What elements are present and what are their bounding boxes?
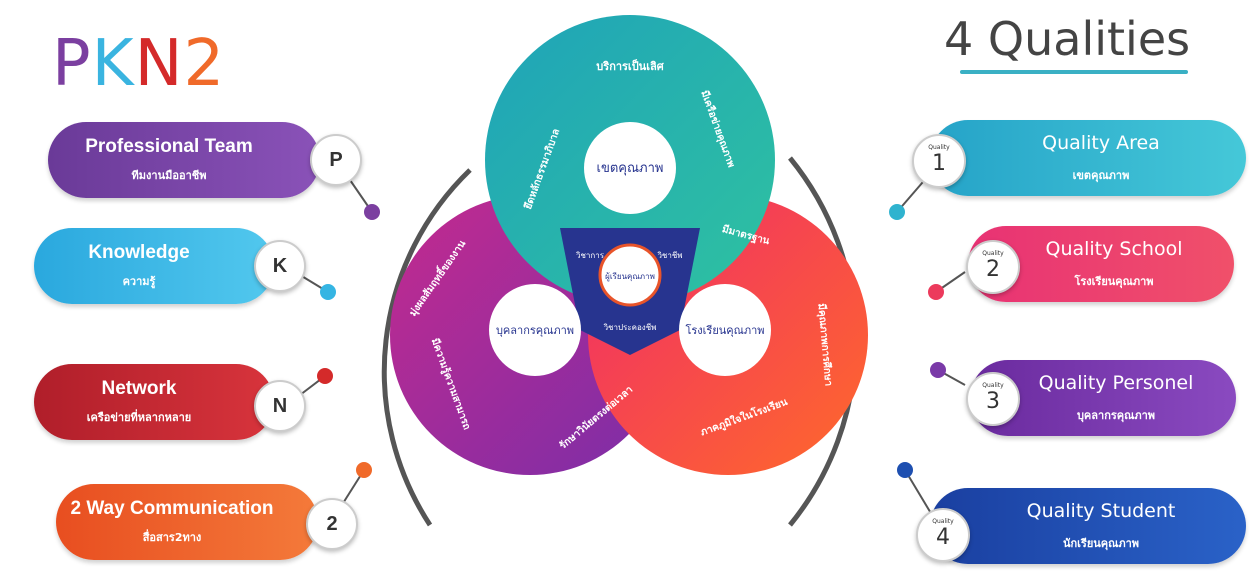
pill-network[interactable]: Network เครือข่ายที่หลากหลาย xyxy=(34,364,274,440)
badge-caption: Quality xyxy=(982,250,1004,257)
badge-caption: Quality xyxy=(928,144,950,151)
inner-circle-personnel xyxy=(489,284,581,376)
badge-n: N xyxy=(254,380,306,432)
badge-k: K xyxy=(254,240,306,292)
pill-communication[interactable]: 2 Way Communication สื่อสาร2ทาง xyxy=(56,484,318,560)
pill-label: Quality Student xyxy=(1026,500,1176,522)
badge-quality-2: Quality 2 xyxy=(966,240,1020,294)
page-title: 4 Qualities xyxy=(944,12,1191,66)
connector-dot xyxy=(320,284,336,300)
label-area-circle: เขตคุณภาพ xyxy=(597,161,664,176)
pill-quality-student[interactable]: Quality Student นักเรียนคุณภาพ xyxy=(930,488,1246,564)
pill-sublabel: สื่อสาร2ทาง xyxy=(142,531,202,544)
pill-professional-team[interactable]: Professional Team ทีมงานมืออาชีพ xyxy=(48,122,320,198)
pill-knowledge[interactable]: Knowledge ความรู้ xyxy=(34,228,274,304)
badge-number: 3 xyxy=(986,389,1000,414)
core-circle xyxy=(598,243,662,307)
badge-caption: Quality xyxy=(932,518,954,525)
brand-letter-p: P xyxy=(52,27,92,101)
pill-sublabel: เครือข่ายที่หลากหลาย xyxy=(86,411,192,424)
pill-label: Quality School xyxy=(1045,238,1183,260)
connector-dot xyxy=(356,462,372,478)
badge-number: 4 xyxy=(936,525,950,550)
pill-label: Network xyxy=(101,378,177,399)
pill-label: Quality Personel xyxy=(1038,372,1194,394)
pill-sublabel: บุคลากรคุณภาพ xyxy=(1076,409,1156,422)
label-personnel-circle: บุคลากรคุณภาพ xyxy=(496,324,574,337)
label-core-vocational: วิชาชีพ xyxy=(657,251,683,260)
badge-quality-3: Quality 3 xyxy=(966,372,1020,426)
badge-number: 1 xyxy=(932,151,946,176)
pill-sublabel: ทีมงานมืออาชีพ xyxy=(131,169,207,182)
connector-dot xyxy=(897,462,913,478)
pill-label: Professional Team xyxy=(85,136,253,157)
inner-circle-school xyxy=(679,284,771,376)
pill-sublabel: ความรู้ xyxy=(122,275,156,288)
inner-circle-area xyxy=(584,122,676,214)
badge-2-way: 2 xyxy=(306,498,358,550)
connector-dot xyxy=(889,204,905,220)
connector-dot xyxy=(317,368,333,384)
label-school-circle: โรงเรียนคุณภาพ xyxy=(685,323,764,337)
badge-p: P xyxy=(310,134,362,186)
label-core: ผู้เรียนคุณภาพ xyxy=(605,272,655,282)
connector-dot xyxy=(364,204,380,220)
pill-quality-area[interactable]: Quality Area เขตคุณภาพ xyxy=(930,120,1246,196)
brand-letter-2: 2 xyxy=(183,27,226,101)
brand-letter-k: K xyxy=(91,27,135,101)
connector-dot xyxy=(928,284,944,300)
connector-dot xyxy=(930,362,946,378)
badge-caption: Quality xyxy=(982,382,1004,389)
label-core-living: วิชาประคองชีพ xyxy=(603,323,656,332)
badge-quality-1: Quality 1 xyxy=(912,134,966,188)
pill-label: Quality Area xyxy=(1042,132,1160,154)
badge-quality-4: Quality 4 xyxy=(916,508,970,562)
pill-sublabel: เขตคุณภาพ xyxy=(1072,169,1130,182)
title-underline xyxy=(960,70,1188,74)
badge-number: 2 xyxy=(986,257,1000,282)
pill-sublabel: โรงเรียนคุณภาพ xyxy=(1074,275,1154,288)
left-connector-arc xyxy=(381,168,472,527)
brand-logo: PKN2 xyxy=(52,32,225,96)
pill-label: 2 Way Communication xyxy=(70,498,274,519)
pill-sublabel: นักเรียนคุณภาพ xyxy=(1062,537,1140,550)
ring-label-area-1: บริการเป็นเลิศ xyxy=(596,59,664,73)
label-core-academic: วิชาการ xyxy=(575,251,604,260)
pill-label: Knowledge xyxy=(88,242,190,263)
brand-letter-n: N xyxy=(134,27,184,101)
